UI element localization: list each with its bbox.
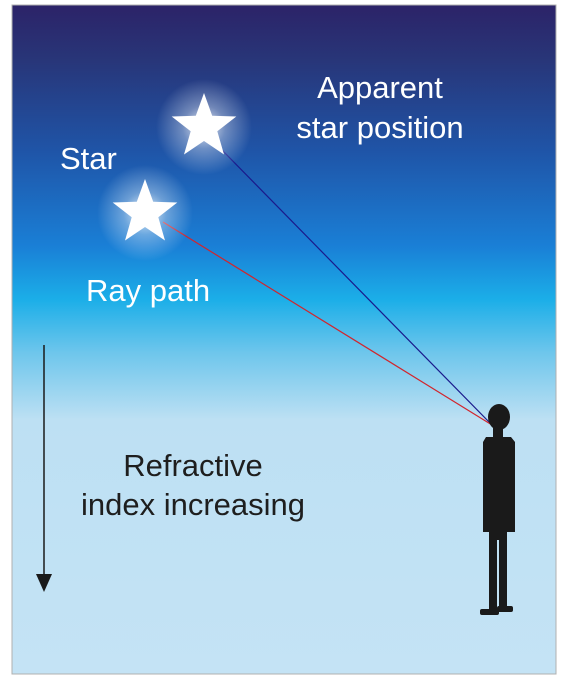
apparent-star-icon (156, 79, 252, 175)
refractive-label-line1: Refractive (123, 448, 263, 483)
sky-background (12, 5, 556, 674)
ray-path-line (162, 221, 493, 426)
star-icon (97, 165, 193, 261)
apparent-star-label-line1: Apparent (317, 70, 443, 105)
apparent-star-label-line2: star position (296, 110, 464, 145)
star-label: Star (60, 141, 117, 176)
frame-border (11, 4, 557, 675)
person-icon (480, 404, 515, 615)
ray-path-label: Ray path (86, 273, 211, 308)
arrow-down-icon (36, 345, 52, 592)
apparent-sight-line (219, 147, 493, 426)
refractive-label-line2: index increasing (80, 487, 306, 522)
